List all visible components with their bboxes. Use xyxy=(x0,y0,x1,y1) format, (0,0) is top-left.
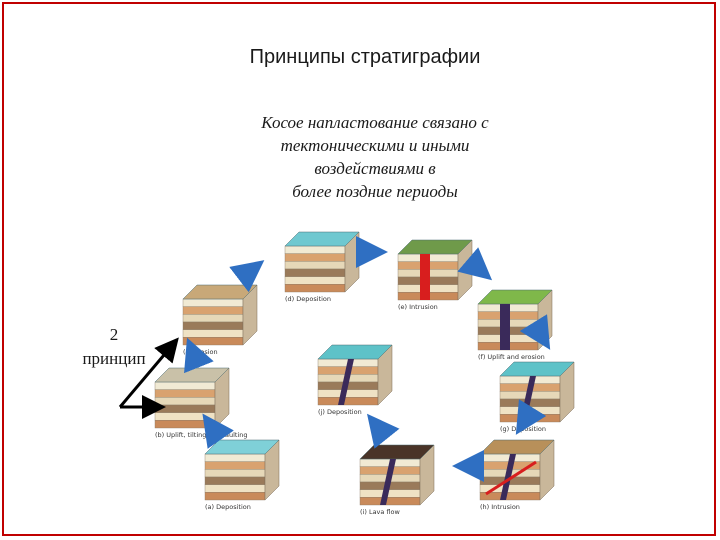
panel-label: (e) Intrusion xyxy=(398,303,438,311)
panel-label: (c) Erosion xyxy=(183,348,218,356)
panel-label: (i) Lava flow xyxy=(360,508,401,516)
panel-a: (a) Deposition xyxy=(205,440,279,511)
panel-label: (d) Deposition xyxy=(285,295,331,303)
panel-g: (g) Deposition xyxy=(500,362,574,433)
panel-label: (b) Uplift, tilting and faulting xyxy=(155,431,248,439)
panel-b: (b) Uplift, tilting and faulting xyxy=(155,368,248,439)
panel-d: (d) Deposition xyxy=(285,232,359,303)
panel-label: (f) Uplift and erosion xyxy=(478,353,545,361)
panel-c: (c) Erosion xyxy=(183,285,257,356)
panel-j: (j) Deposition xyxy=(318,345,392,416)
cycle-arrow xyxy=(372,420,384,435)
panel-label: (h) Intrusion xyxy=(480,503,520,511)
panel-i: (i) Lava flow xyxy=(360,445,434,516)
cycle-arrow xyxy=(472,263,486,275)
panel-label: (a) Deposition xyxy=(205,503,251,511)
cycle-arrow xyxy=(245,265,258,275)
panel-label: (j) Deposition xyxy=(318,408,362,416)
panel-h: (h) Intrusion xyxy=(480,440,554,511)
panel-f: (f) Uplift and erosion xyxy=(478,290,552,361)
panel-e: (e) Intrusion xyxy=(398,240,472,311)
